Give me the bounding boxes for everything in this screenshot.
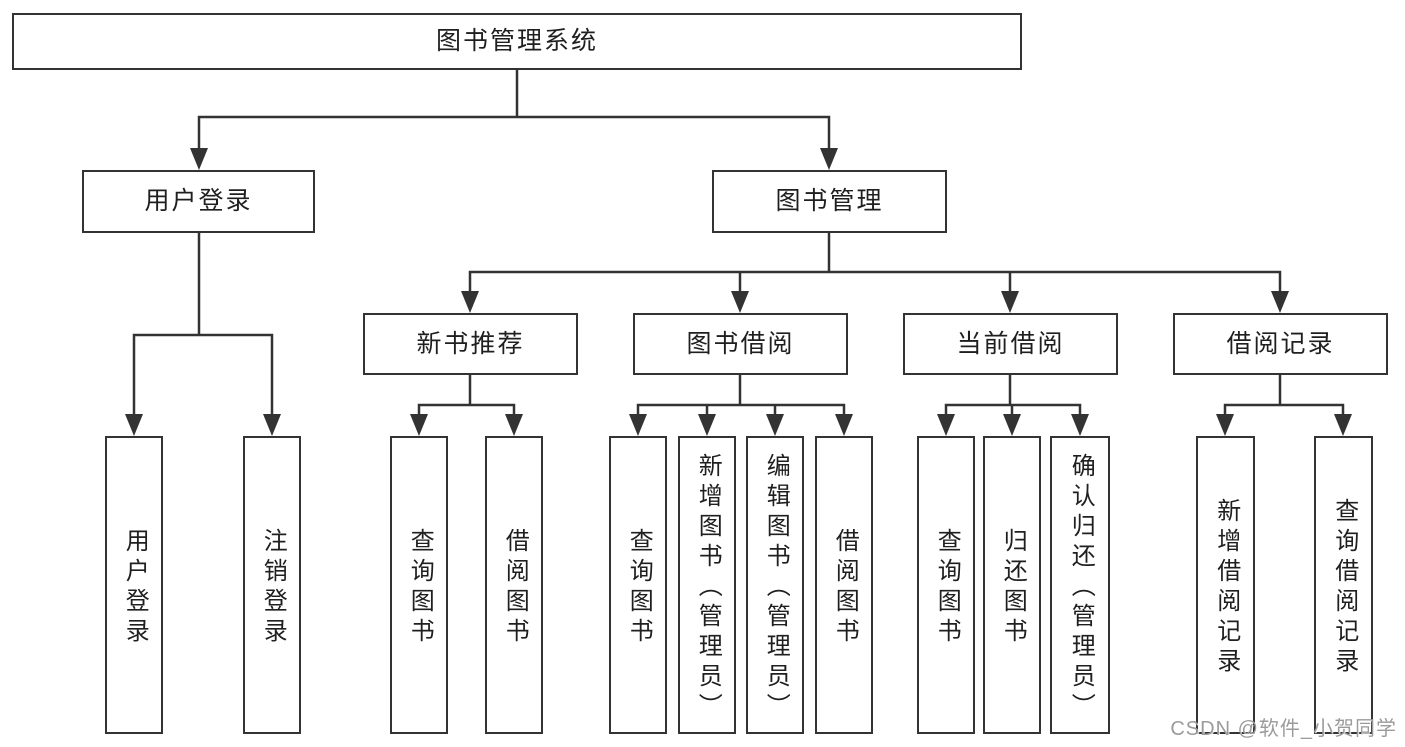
leaf-add-books-admin: 新增图书（管理员） — [678, 436, 736, 734]
node-label: 编辑图书（管理员） — [762, 453, 790, 723]
node-label: 借阅记录 — [1226, 329, 1335, 358]
node-label: 确认归还（管理员） — [1067, 453, 1095, 723]
node-label: 归还图书 — [999, 528, 1027, 648]
leaf-borrow-books: 借阅图书 — [815, 436, 873, 734]
node-new-book-recommendation: 新书推荐 — [363, 313, 578, 375]
node-library-management-system: 图书管理系统 — [12, 13, 1022, 70]
node-label: 图书管理 — [775, 187, 884, 215]
node-label: 新增图书（管理员） — [694, 453, 722, 723]
leaf-logout: 注销登录 — [243, 436, 301, 734]
node-current-borrowing: 当前借阅 — [903, 313, 1118, 375]
leaf-query-books-borrowing: 查询图书 — [609, 436, 667, 734]
csdn-watermark: CSDN @软件_小贺同学 — [1170, 718, 1397, 740]
leaf-confirm-return-admin: 确认归还（管理员） — [1050, 436, 1110, 734]
node-book-borrowing: 图书借阅 — [633, 313, 848, 375]
leaf-return-books: 归还图书 — [983, 436, 1041, 734]
node-label: 图书借阅 — [686, 329, 795, 358]
leaf-query-books-current: 查询图书 — [917, 436, 975, 734]
node-label: 查询图书 — [406, 528, 434, 648]
node-label: 查询图书 — [625, 528, 653, 648]
leaf-add-borrow-record: 新增借阅记录 — [1196, 436, 1255, 734]
node-label: 用户登录 — [144, 187, 253, 215]
leaf-query-books-recommend: 查询图书 — [390, 436, 448, 734]
node-label: 新书推荐 — [416, 329, 525, 358]
node-label: 用户登录 — [121, 528, 149, 648]
leaf-borrow-books-recommend: 借阅图书 — [485, 436, 543, 734]
node-label: 注销登录 — [259, 528, 287, 648]
node-label: 图书管理系统 — [435, 27, 598, 55]
node-label: 查询借阅记录 — [1330, 498, 1358, 678]
node-user-login-branch: 用户登录 — [82, 170, 315, 233]
node-label: 借阅图书 — [501, 528, 529, 648]
node-label: 新增借阅记录 — [1212, 498, 1240, 678]
leaf-query-borrow-record: 查询借阅记录 — [1314, 436, 1373, 734]
node-book-management-branch: 图书管理 — [712, 170, 947, 233]
leaf-edit-books-admin: 编辑图书（管理员） — [746, 436, 804, 734]
node-borrowing-records: 借阅记录 — [1173, 313, 1388, 375]
node-label: 借阅图书 — [831, 528, 859, 648]
node-label: 当前借阅 — [956, 329, 1065, 358]
leaf-user-login: 用户登录 — [105, 436, 163, 734]
node-label: 查询图书 — [933, 528, 961, 648]
